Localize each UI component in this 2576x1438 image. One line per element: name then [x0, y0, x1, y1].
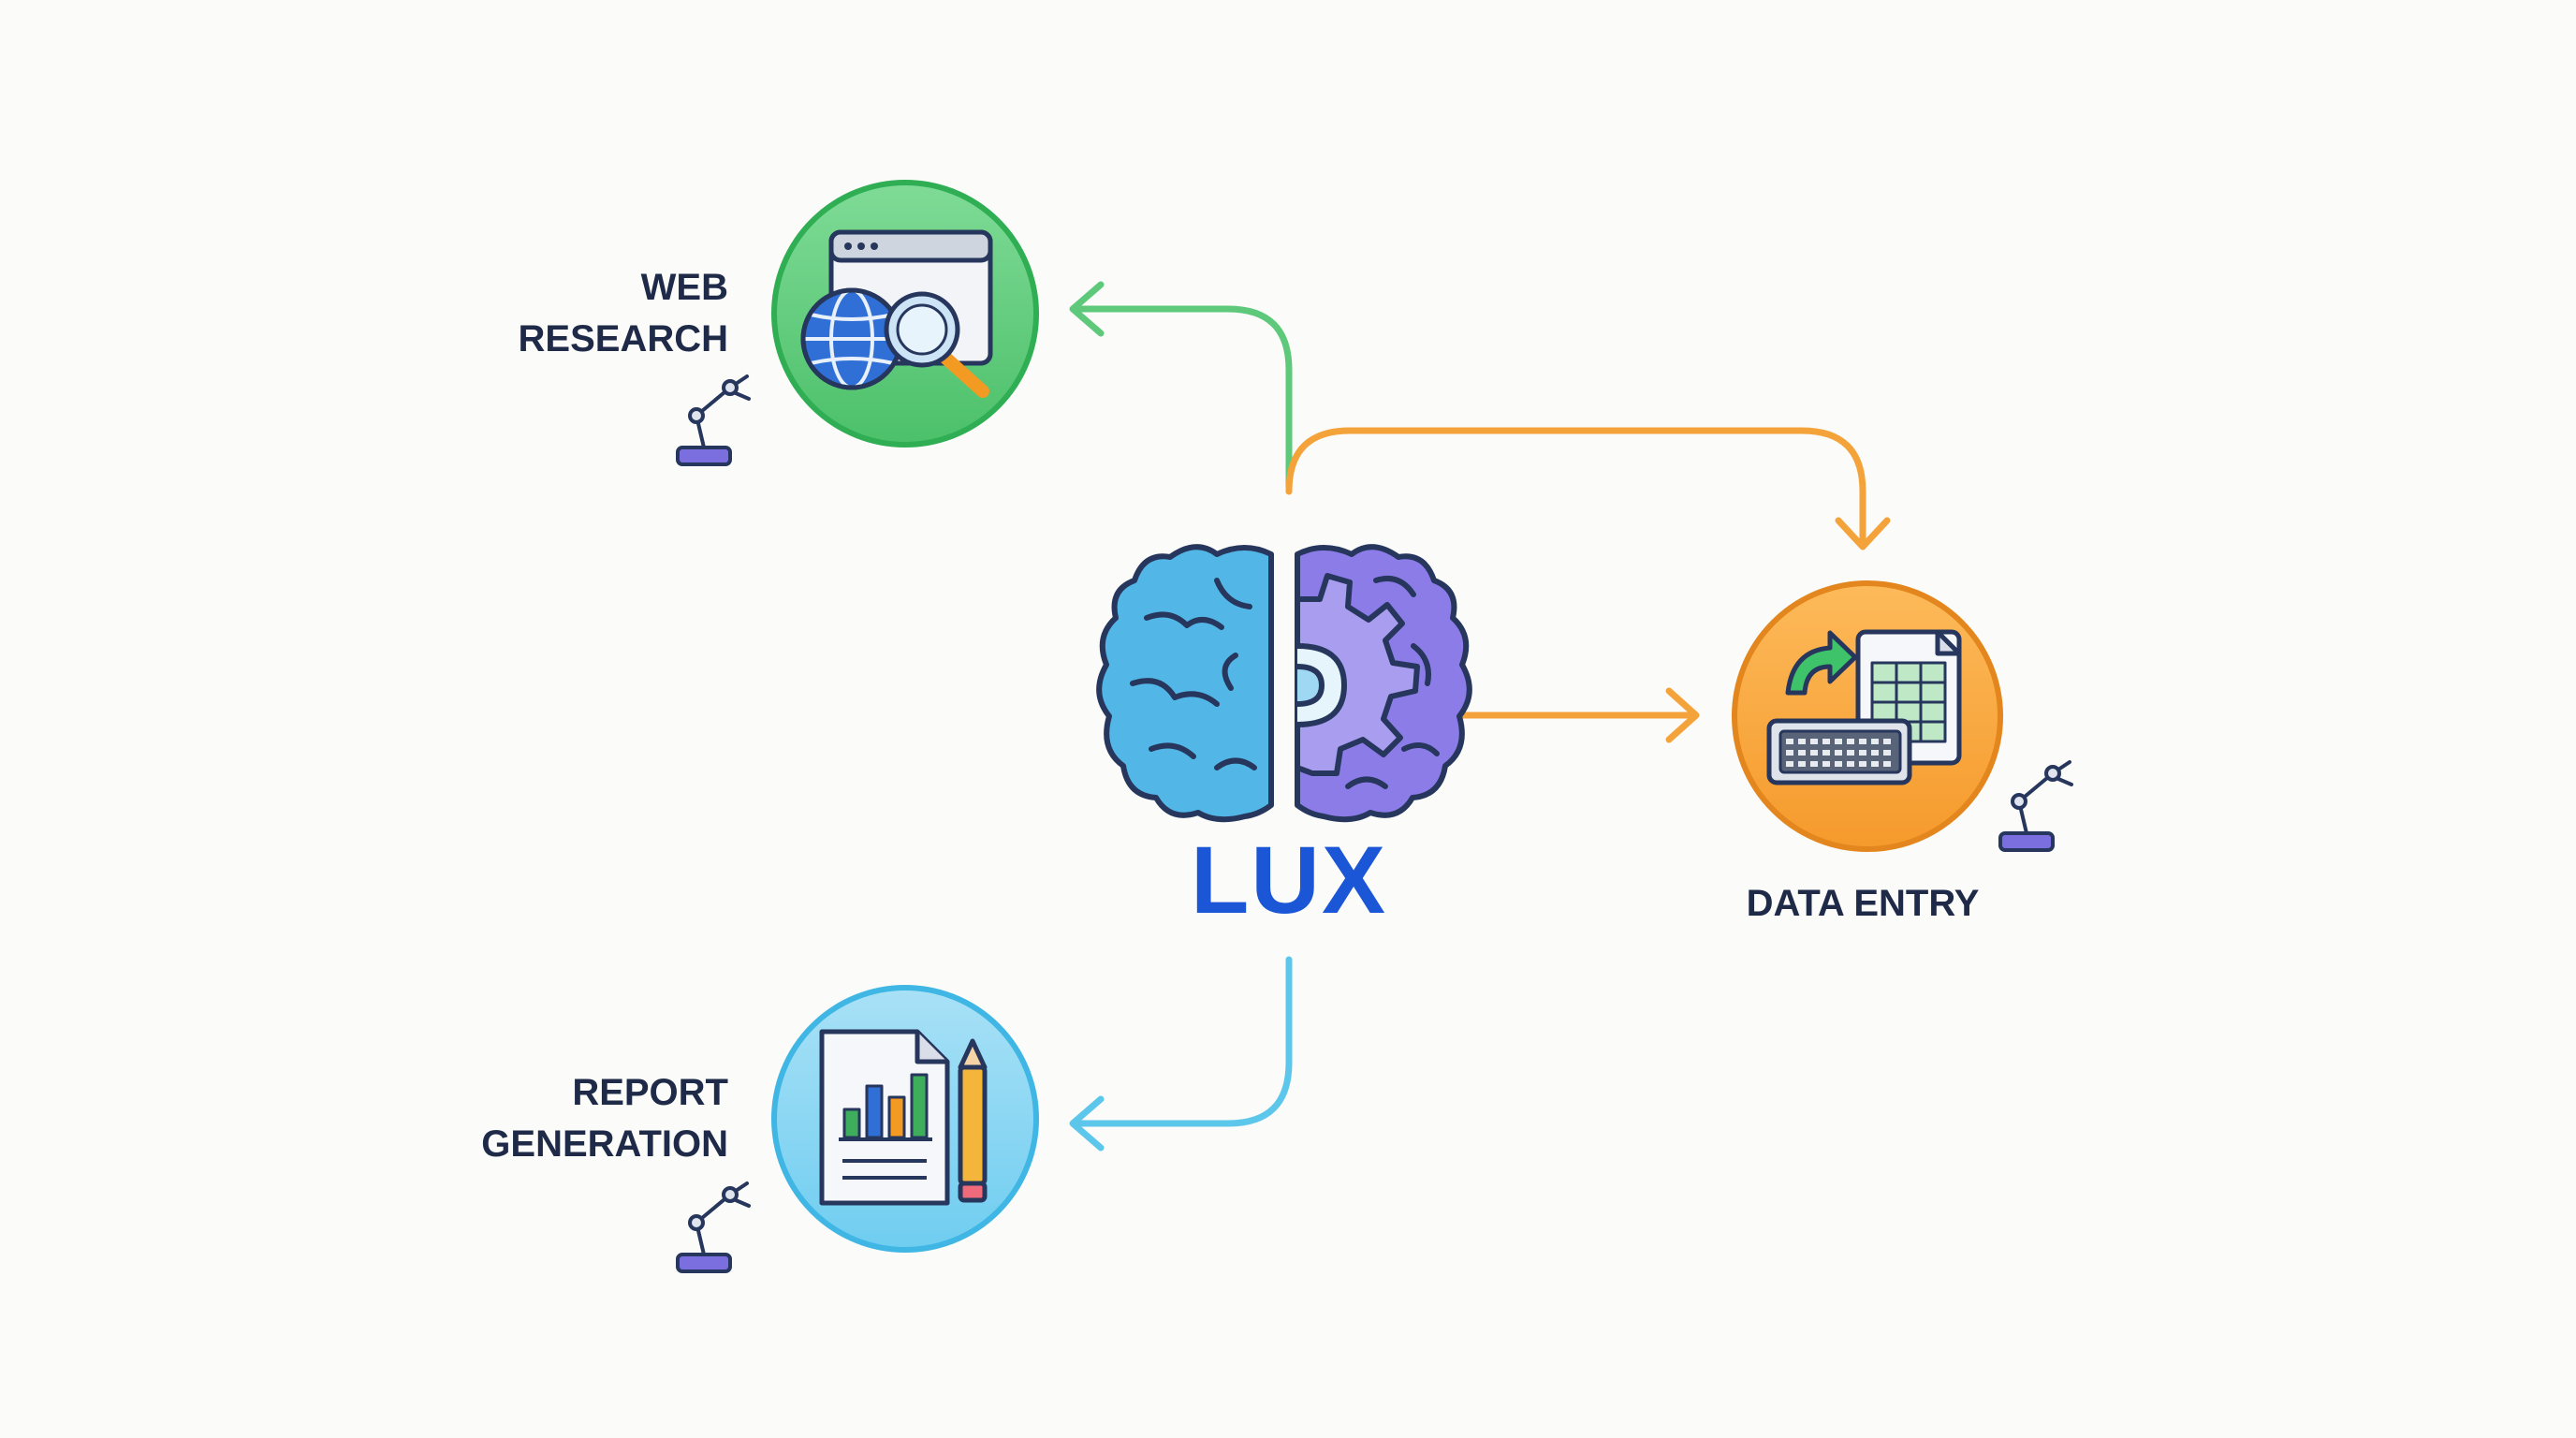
- lux-title: LUX: [1191, 827, 1387, 933]
- browser-globe-magnifier-icon: [800, 229, 993, 398]
- connector-to-data-entry-top: [1285, 427, 1891, 550]
- report-generation-label-line1: REPORT: [572, 1072, 728, 1113]
- arrowhead-report-generation: [1069, 1095, 1105, 1152]
- web-research-label-line2: RESEARCH: [519, 318, 728, 360]
- connector-to-web-research: [1069, 281, 1293, 491]
- web-research-node[interactable]: [771, 180, 1039, 448]
- brain-gear-icon: [1096, 544, 1472, 823]
- robot-arm-icon: [1998, 760, 2073, 852]
- data-entry-node[interactable]: [1732, 580, 2003, 852]
- data-entry-label: DATA ENTRY: [1747, 883, 1980, 924]
- arrowhead-data-entry-middle: [1665, 687, 1700, 743]
- web-research-label-line1: WEB: [641, 267, 728, 308]
- arrowhead-web-research: [1069, 281, 1105, 337]
- arrowhead-data-entry-top: [1835, 517, 1891, 550]
- keyboard-spreadsheet-icon: [1766, 629, 1962, 785]
- report-generation-label-line2: GENERATION: [481, 1123, 728, 1165]
- report-chart-pencil-icon: [819, 1029, 988, 1206]
- connector-to-report-generation: [1069, 956, 1293, 1152]
- robot-arm-icon: [676, 1181, 751, 1273]
- connector-to-data-entry-middle: [1452, 687, 1700, 743]
- robot-arm-icon: [676, 374, 751, 466]
- report-generation-node[interactable]: [771, 985, 1039, 1253]
